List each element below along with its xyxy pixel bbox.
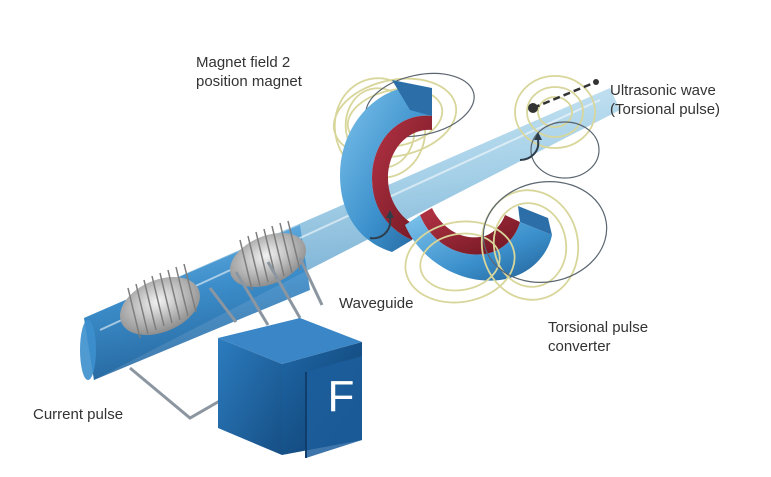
label-torsion-line1: Torsional pulse [548,319,649,336]
label-ultrasonic-line1: Ultrasonic wave [610,82,716,99]
ultrasonic-wave-lines [514,75,600,179]
label-magnet-line2: position magnet [196,73,302,90]
label-waveguide: Waveguide [339,295,414,312]
current-wires [129,257,324,420]
label-ultrasonic-wave: Ultrasonic wave (Torsional pulse) [610,81,720,119]
electronics-box [218,318,362,458]
ultrasonic-pointer [528,79,599,113]
coil-right [230,220,306,291]
magnetic-field-lines-lower [404,180,608,304]
coil-left [120,263,200,339]
label-current-pulse: Current pulse [33,406,124,423]
label-torsional-converter: Torsional pulse converter [548,318,648,356]
label-position-magnet: Magnet field 2 position magnet [196,53,302,91]
label-ultrasonic-line2: (Torsional pulse) [610,101,721,118]
position-magnet [340,80,552,281]
torsion-arrows [369,132,542,240]
label-torsion-line2: converter [548,338,611,355]
label-magnet-line1: Magnet field 2 [196,54,291,71]
box-letter-f: F [327,372,355,421]
